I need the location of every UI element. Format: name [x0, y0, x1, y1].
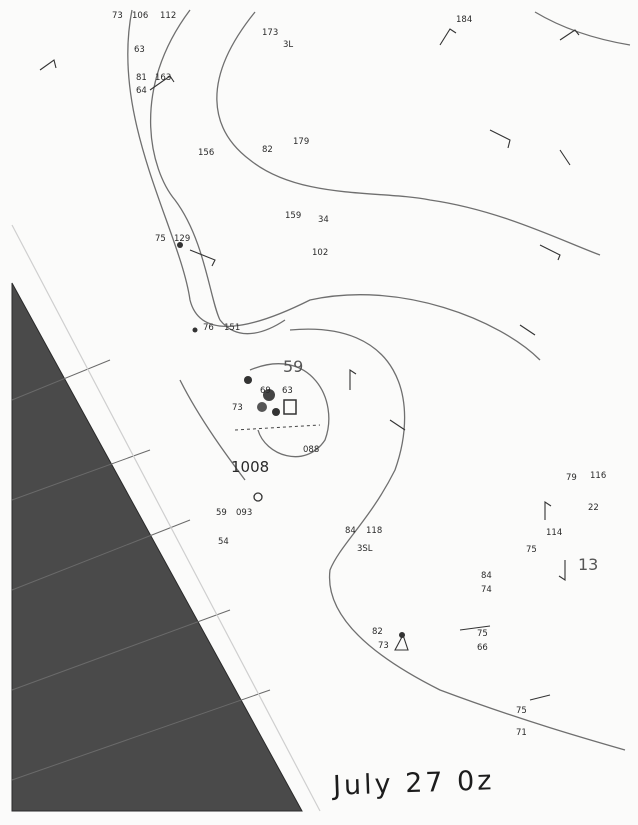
isobar-low-southwest [179, 379, 246, 481]
station-value: 163 [155, 73, 171, 83]
station-value: 156 [198, 148, 214, 158]
isobar-label-59: 59 [283, 357, 303, 376]
shadowed-sheet-edge [11, 282, 303, 812]
station-value: 093 [236, 508, 252, 518]
station-value: 82 [262, 145, 273, 155]
station-value: 114 [546, 528, 562, 538]
station-value: 63 [282, 386, 293, 396]
station-value: 71 [516, 728, 527, 738]
station-value: 112 [160, 11, 176, 21]
low-center-cluster [177, 242, 405, 638]
station-value: 66 [477, 643, 488, 653]
station-value: 84 [345, 526, 356, 536]
station-value: 84 [481, 571, 492, 581]
station-value: 76 [203, 323, 214, 333]
isobar-northeast [534, 11, 631, 46]
station-value: 75 [477, 629, 488, 639]
station-value: 69 [260, 386, 271, 396]
station-value: 159 [285, 211, 301, 221]
station-value: 75 [516, 706, 527, 716]
isobar-low-east [289, 328, 626, 751]
station-value: 3SL [357, 544, 373, 554]
station-value: 088 [303, 445, 319, 455]
station-value: 73 [378, 641, 389, 651]
station-value: 64 [136, 86, 147, 96]
isobar-west [127, 9, 541, 361]
isobars [127, 9, 631, 751]
isobar-inner-west [149, 9, 286, 335]
isobar-north-trough [216, 11, 601, 256]
station-value: 75 [155, 234, 166, 244]
sheet-wood-grain [11, 359, 271, 781]
station-plots: 73 106 112 184 63 81 163 64 173 3L 82 15… [112, 11, 606, 738]
station-value: 179 [293, 137, 309, 147]
paper-edge [11, 224, 321, 812]
station-value: 34 [318, 215, 329, 225]
station-value: 116 [590, 471, 606, 481]
station-value: 81 [136, 73, 147, 83]
isobar-label-13: 13 [578, 555, 598, 574]
isobar-low-center [249, 363, 330, 458]
station-value: 22 [588, 503, 599, 513]
station-value: 173 [262, 28, 278, 38]
station-value: 74 [481, 585, 492, 595]
station-value: 184 [456, 15, 472, 25]
station-value: 118 [366, 526, 382, 536]
station-value: 106 [132, 11, 148, 21]
station-value: 82 [372, 627, 383, 637]
station-value: 151 [224, 323, 240, 333]
station-value: 73 [112, 11, 123, 21]
map-date-caption: July 27 0z [332, 765, 495, 802]
station-value: 79 [566, 473, 577, 483]
wind-barbs [39, 28, 580, 701]
low-center-pressure: 1008 [231, 458, 269, 476]
station-value: 3L [283, 40, 293, 50]
station-value: 102 [312, 248, 328, 258]
station-value: 73 [232, 403, 243, 413]
station-value: 59 [216, 508, 227, 518]
station-value: 75 [526, 545, 537, 555]
station-value: 63 [134, 45, 145, 55]
station-value: 129 [174, 234, 190, 244]
station-value: 54 [218, 537, 229, 547]
